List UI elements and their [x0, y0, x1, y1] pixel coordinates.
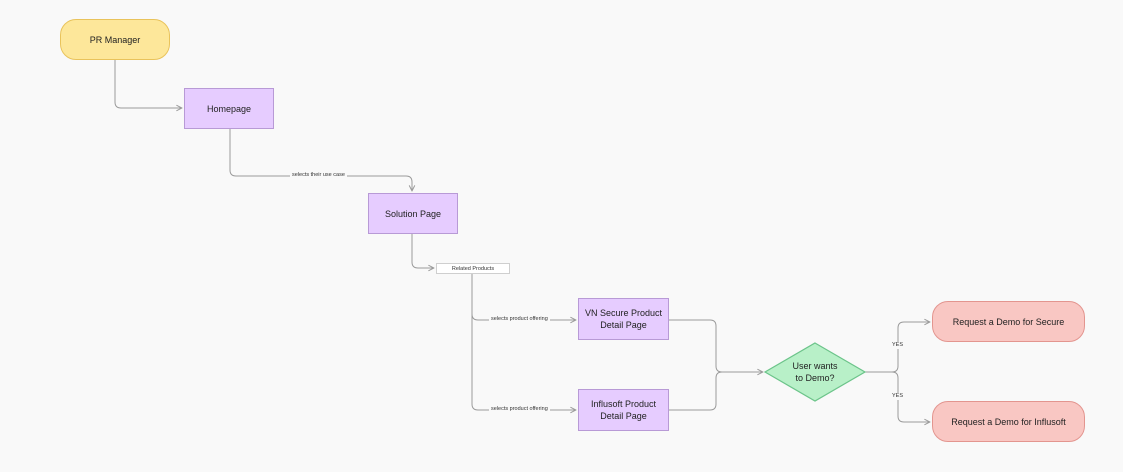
- edge-label-yes-1: YES: [890, 342, 906, 349]
- pr-manager-node[interactable]: PR Manager: [60, 19, 170, 60]
- edge-label-yes-2: YES: [890, 393, 906, 400]
- edge-label-selects-use-case: selects their use case: [290, 172, 347, 179]
- vn-secure-node[interactable]: VN Secure Product Detail Page: [578, 298, 669, 340]
- edge-related-to-vn-secure: [471, 274, 576, 320]
- solution-page-node[interactable]: Solution Page: [368, 193, 458, 234]
- related-products-label: Related Products: [451, 265, 495, 272]
- demo-influsoft-label: Request a Demo for Influsoft: [951, 416, 1066, 427]
- demo-secure-label: Request a Demo for Secure: [952, 316, 1065, 327]
- edge-label-selects-offering-1: selects product offering: [489, 316, 550, 323]
- decision-label-box: User wants to Demo?: [783, 358, 847, 386]
- edge-solution-to-related-products: [411, 234, 434, 268]
- edge-related-to-influsoft: [471, 314, 576, 410]
- edge-label-selects-offering-2: selects product offering: [489, 406, 550, 413]
- related-products-node[interactable]: Related Products: [436, 263, 510, 274]
- homepage-node[interactable]: Homepage: [184, 88, 274, 129]
- vn-secure-label: VN Secure Product Detail Page: [584, 308, 663, 330]
- edge-vn-secure-to-decision: [669, 319, 763, 372]
- homepage-label: Homepage: [206, 103, 252, 114]
- decision-label: User wants to Demo?: [792, 361, 838, 383]
- pr-manager-label: PR Manager: [89, 34, 141, 45]
- influsoft-label: Influsoft Product Detail Page: [590, 399, 657, 421]
- edge-pr-manager-to-homepage: [114, 60, 182, 108]
- edge-homepage-to-solution-page: [229, 129, 412, 191]
- demo-secure-node[interactable]: Request a Demo for Secure: [932, 301, 1085, 342]
- edge-decision-to-demo-influsoft: [891, 371, 930, 422]
- demo-influsoft-node[interactable]: Request a Demo for Influsoft: [932, 401, 1085, 442]
- solution-page-label: Solution Page: [384, 208, 442, 219]
- influsoft-node[interactable]: Influsoft Product Detail Page: [578, 389, 669, 431]
- edge-influsoft-to-decision: [669, 371, 723, 411]
- decision-diamond: [763, 342, 867, 402]
